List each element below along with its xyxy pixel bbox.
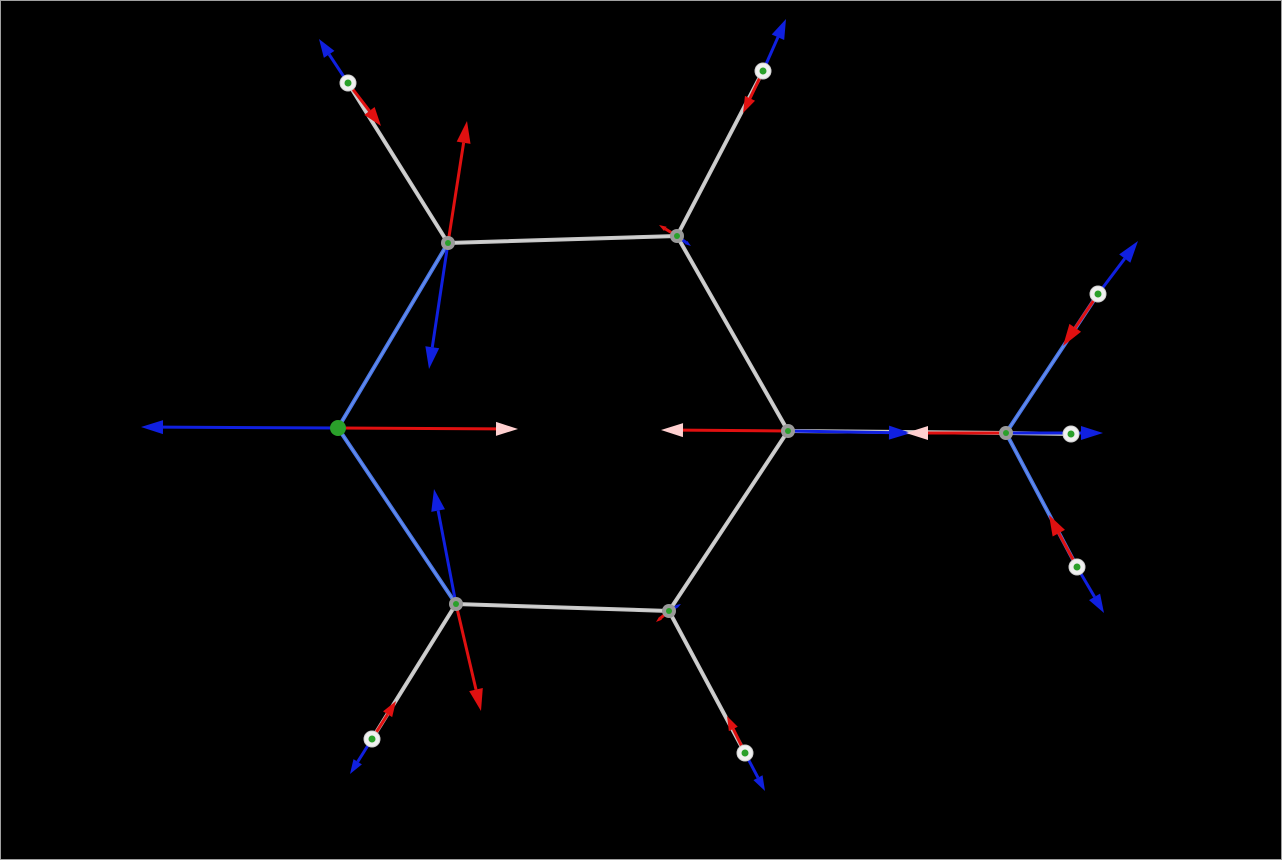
bond-highlight (337, 427, 457, 605)
atom-C7[interactable] (999, 426, 1013, 440)
bond-C2-C3 (675, 234, 790, 433)
vector-shaft (454, 603, 478, 690)
vector-head (1119, 241, 1138, 263)
atom-center-marker (666, 608, 672, 614)
blue-vector-arrow (761, 19, 786, 72)
atom-N6[interactable] (330, 420, 346, 436)
vector-head (141, 420, 164, 435)
vector-shaft (682, 428, 789, 433)
vector-shaft (787, 429, 890, 435)
bond-highlight (668, 430, 789, 612)
vector-head (319, 39, 335, 58)
atom-H6[interactable] (1068, 558, 1086, 576)
red-vector-arrow (1049, 515, 1079, 568)
vector-head (469, 687, 483, 711)
atom-center-marker (344, 79, 352, 87)
bond-highlight (447, 235, 678, 244)
vectors-layer (141, 19, 1138, 791)
atom-center-marker (674, 233, 680, 239)
vector-head (425, 346, 440, 369)
red-vector-arrow (446, 121, 471, 244)
bond-C5-N6 (336, 426, 458, 606)
vector-head (743, 95, 756, 113)
atom-H3[interactable] (363, 730, 381, 748)
vector-head (656, 616, 662, 622)
vector-head (350, 759, 362, 774)
bond-highlight (676, 235, 789, 432)
atom-center-marker (1003, 430, 1009, 436)
atom-center-marker (759, 67, 767, 75)
vector-head (906, 426, 928, 440)
vector-head (456, 121, 471, 144)
bond-C3-C4 (667, 429, 790, 613)
vector-head (888, 425, 911, 440)
heteroatom-sphere (330, 420, 346, 436)
atom-C5[interactable] (449, 597, 463, 611)
atom-center-marker (453, 601, 459, 607)
bonds-layer (336, 69, 1100, 755)
vector-head (1089, 593, 1104, 613)
atom-center-marker (741, 749, 749, 757)
blue-vector-arrow (431, 489, 458, 605)
vector-head (753, 775, 765, 791)
blue-vector-arrow (1006, 426, 1103, 440)
atom-center-marker (1073, 563, 1081, 571)
blue-vector-arrow (425, 242, 450, 369)
atom-C4[interactable] (662, 604, 676, 618)
vector-head (1063, 323, 1082, 346)
atom-H4[interactable] (736, 744, 754, 762)
vector-head (675, 604, 681, 608)
atom-C3[interactable] (781, 424, 795, 438)
vector-head (431, 489, 446, 512)
bond-C1-C2 (446, 234, 679, 245)
bond-N6-C1 (336, 241, 450, 430)
atom-center-marker (1094, 290, 1102, 298)
red-vector-arrow (454, 603, 483, 711)
vector-head (771, 19, 786, 40)
bond-highlight (337, 242, 449, 429)
blue-vector-arrow (141, 420, 339, 435)
red-vector-arrow (1063, 293, 1100, 346)
atoms-layer (330, 62, 1107, 762)
vector-head (383, 701, 396, 718)
atom-C1[interactable] (441, 236, 455, 250)
bond-C1-H1 (346, 81, 450, 245)
red-vector-arrow (906, 426, 1006, 440)
atom-H2[interactable] (754, 62, 772, 80)
bond-highlight (347, 82, 449, 244)
atom-center-marker (1067, 430, 1075, 438)
red-vector-arrow (661, 423, 789, 438)
blue-vector-arrow (787, 425, 911, 440)
vector-head (1049, 515, 1065, 537)
atom-H7[interactable] (1062, 425, 1080, 443)
blue-vector-arrow (1096, 241, 1138, 295)
atom-center-marker (445, 240, 451, 246)
atom-H5[interactable] (1089, 285, 1107, 303)
vector-head (727, 716, 738, 732)
atom-H1[interactable] (339, 74, 357, 92)
vector-head (684, 240, 691, 246)
vector-head (364, 106, 381, 126)
vector-shaft (446, 142, 466, 244)
vector-shaft (436, 510, 458, 605)
vector-shaft (430, 242, 450, 348)
vector-shaft (162, 425, 339, 430)
vector-head (661, 423, 684, 438)
atom-center-marker (785, 428, 791, 434)
vector-head (659, 225, 667, 232)
red-vector-arrow (337, 421, 518, 436)
vector-head (1081, 426, 1103, 440)
bond-C4-C5 (454, 602, 671, 613)
vector-head (495, 421, 518, 436)
vector-shaft (337, 426, 497, 431)
bond-highlight (455, 603, 670, 612)
atom-C2[interactable] (670, 229, 684, 243)
atom-center-marker (368, 735, 376, 743)
